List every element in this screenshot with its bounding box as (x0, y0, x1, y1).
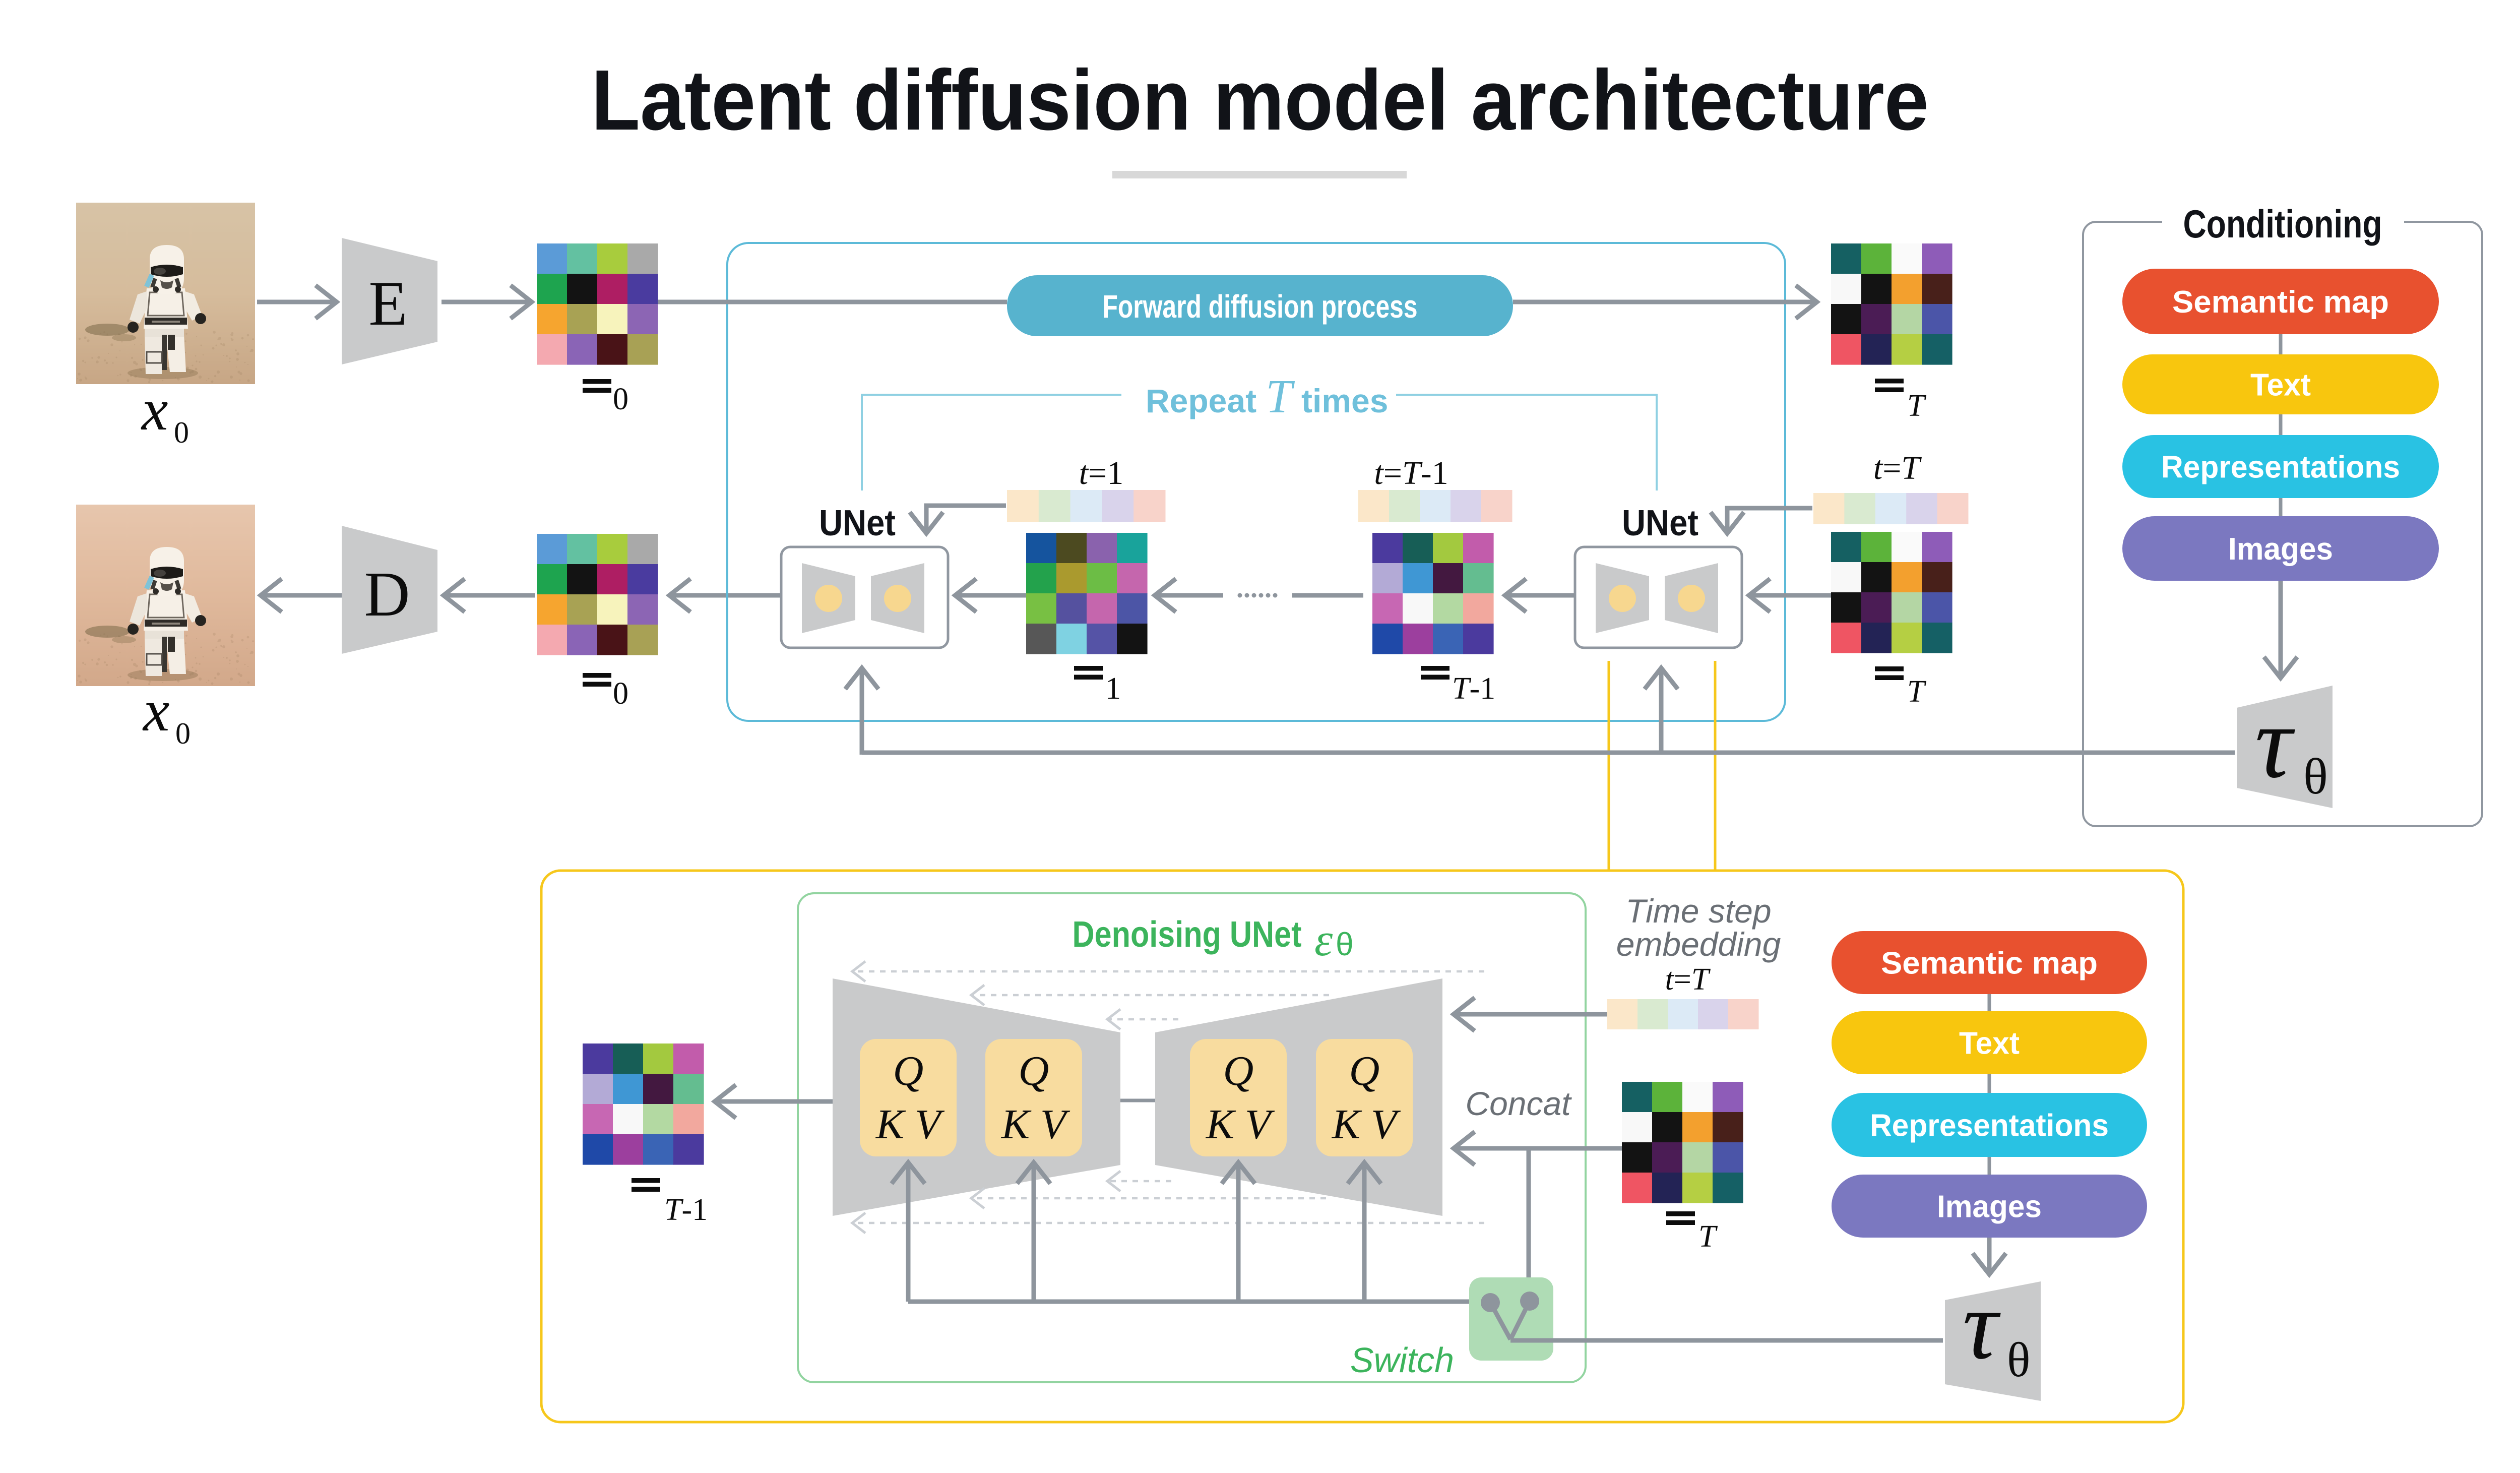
svg-text:0: 0 (613, 382, 628, 416)
svg-text:Switch: Switch (1350, 1340, 1454, 1380)
svg-text:x: x (142, 678, 169, 744)
svg-text:θ: θ (1336, 926, 1354, 962)
svg-text:embedding: embedding (1616, 926, 1781, 963)
svg-text:1: 1 (1105, 671, 1121, 706)
svg-text:θ: θ (2007, 1333, 2030, 1387)
svg-text:K V: K V (1332, 1101, 1401, 1148)
svg-text:0: 0 (174, 416, 189, 449)
svg-text:Denoising UNet: Denoising UNet (1073, 914, 1302, 955)
svg-text:Concat: Concat (1465, 1085, 1572, 1122)
svg-text:θ: θ (2303, 748, 2328, 805)
svg-text:T-1: T-1 (1452, 671, 1495, 706)
svg-text:Q: Q (893, 1048, 924, 1094)
svg-text:UNet: UNet (819, 503, 896, 543)
svg-text:Semantic map: Semantic map (2172, 285, 2389, 320)
svg-text:Representations: Representations (1870, 1109, 2109, 1143)
svg-text:Images: Images (2228, 532, 2333, 567)
svg-text:Representations: Representations (2161, 450, 2400, 485)
svg-text:ε: ε (1314, 914, 1333, 965)
svg-text:UNet: UNet (1622, 503, 1698, 543)
svg-text:t=T: t=T (1665, 962, 1711, 997)
svg-text:T: T (1907, 674, 1927, 709)
svg-text:Q: Q (1019, 1048, 1049, 1094)
svg-text:Text: Text (1959, 1026, 2020, 1061)
svg-text:K V: K V (1001, 1101, 1070, 1148)
svg-text:t=1: t=1 (1079, 455, 1124, 492)
svg-text:τ: τ (2255, 685, 2295, 800)
svg-text:t=T-1: t=T-1 (1374, 455, 1448, 492)
svg-text:Time step: Time step (1625, 892, 1771, 930)
svg-text:τ: τ (1963, 1271, 2001, 1380)
svg-text:T: T (1698, 1219, 1718, 1254)
svg-text:0: 0 (613, 677, 628, 711)
svg-text:E: E (369, 269, 408, 339)
svg-text:Forward diffusion process: Forward diffusion process (1103, 288, 1418, 325)
svg-text:Images: Images (1937, 1190, 2042, 1224)
svg-text:Text: Text (2250, 368, 2311, 403)
svg-text:T-1: T-1 (664, 1193, 708, 1227)
svg-text:K V: K V (875, 1101, 945, 1148)
svg-text:Conditioning: Conditioning (2183, 202, 2382, 246)
svg-text:Latent diffusion model archite: Latent diffusion model architecture (591, 52, 1929, 148)
svg-text:K V: K V (1206, 1101, 1275, 1148)
svg-text:T: T (1907, 389, 1927, 423)
svg-text:x: x (141, 377, 168, 443)
svg-text:Q: Q (1349, 1048, 1380, 1094)
svg-text:Semantic map: Semantic map (1881, 946, 2098, 981)
svg-text:t=T: t=T (1873, 450, 1922, 486)
svg-text:Q: Q (1223, 1048, 1254, 1094)
svg-text:0: 0 (175, 717, 191, 750)
svg-text:D: D (364, 560, 410, 630)
